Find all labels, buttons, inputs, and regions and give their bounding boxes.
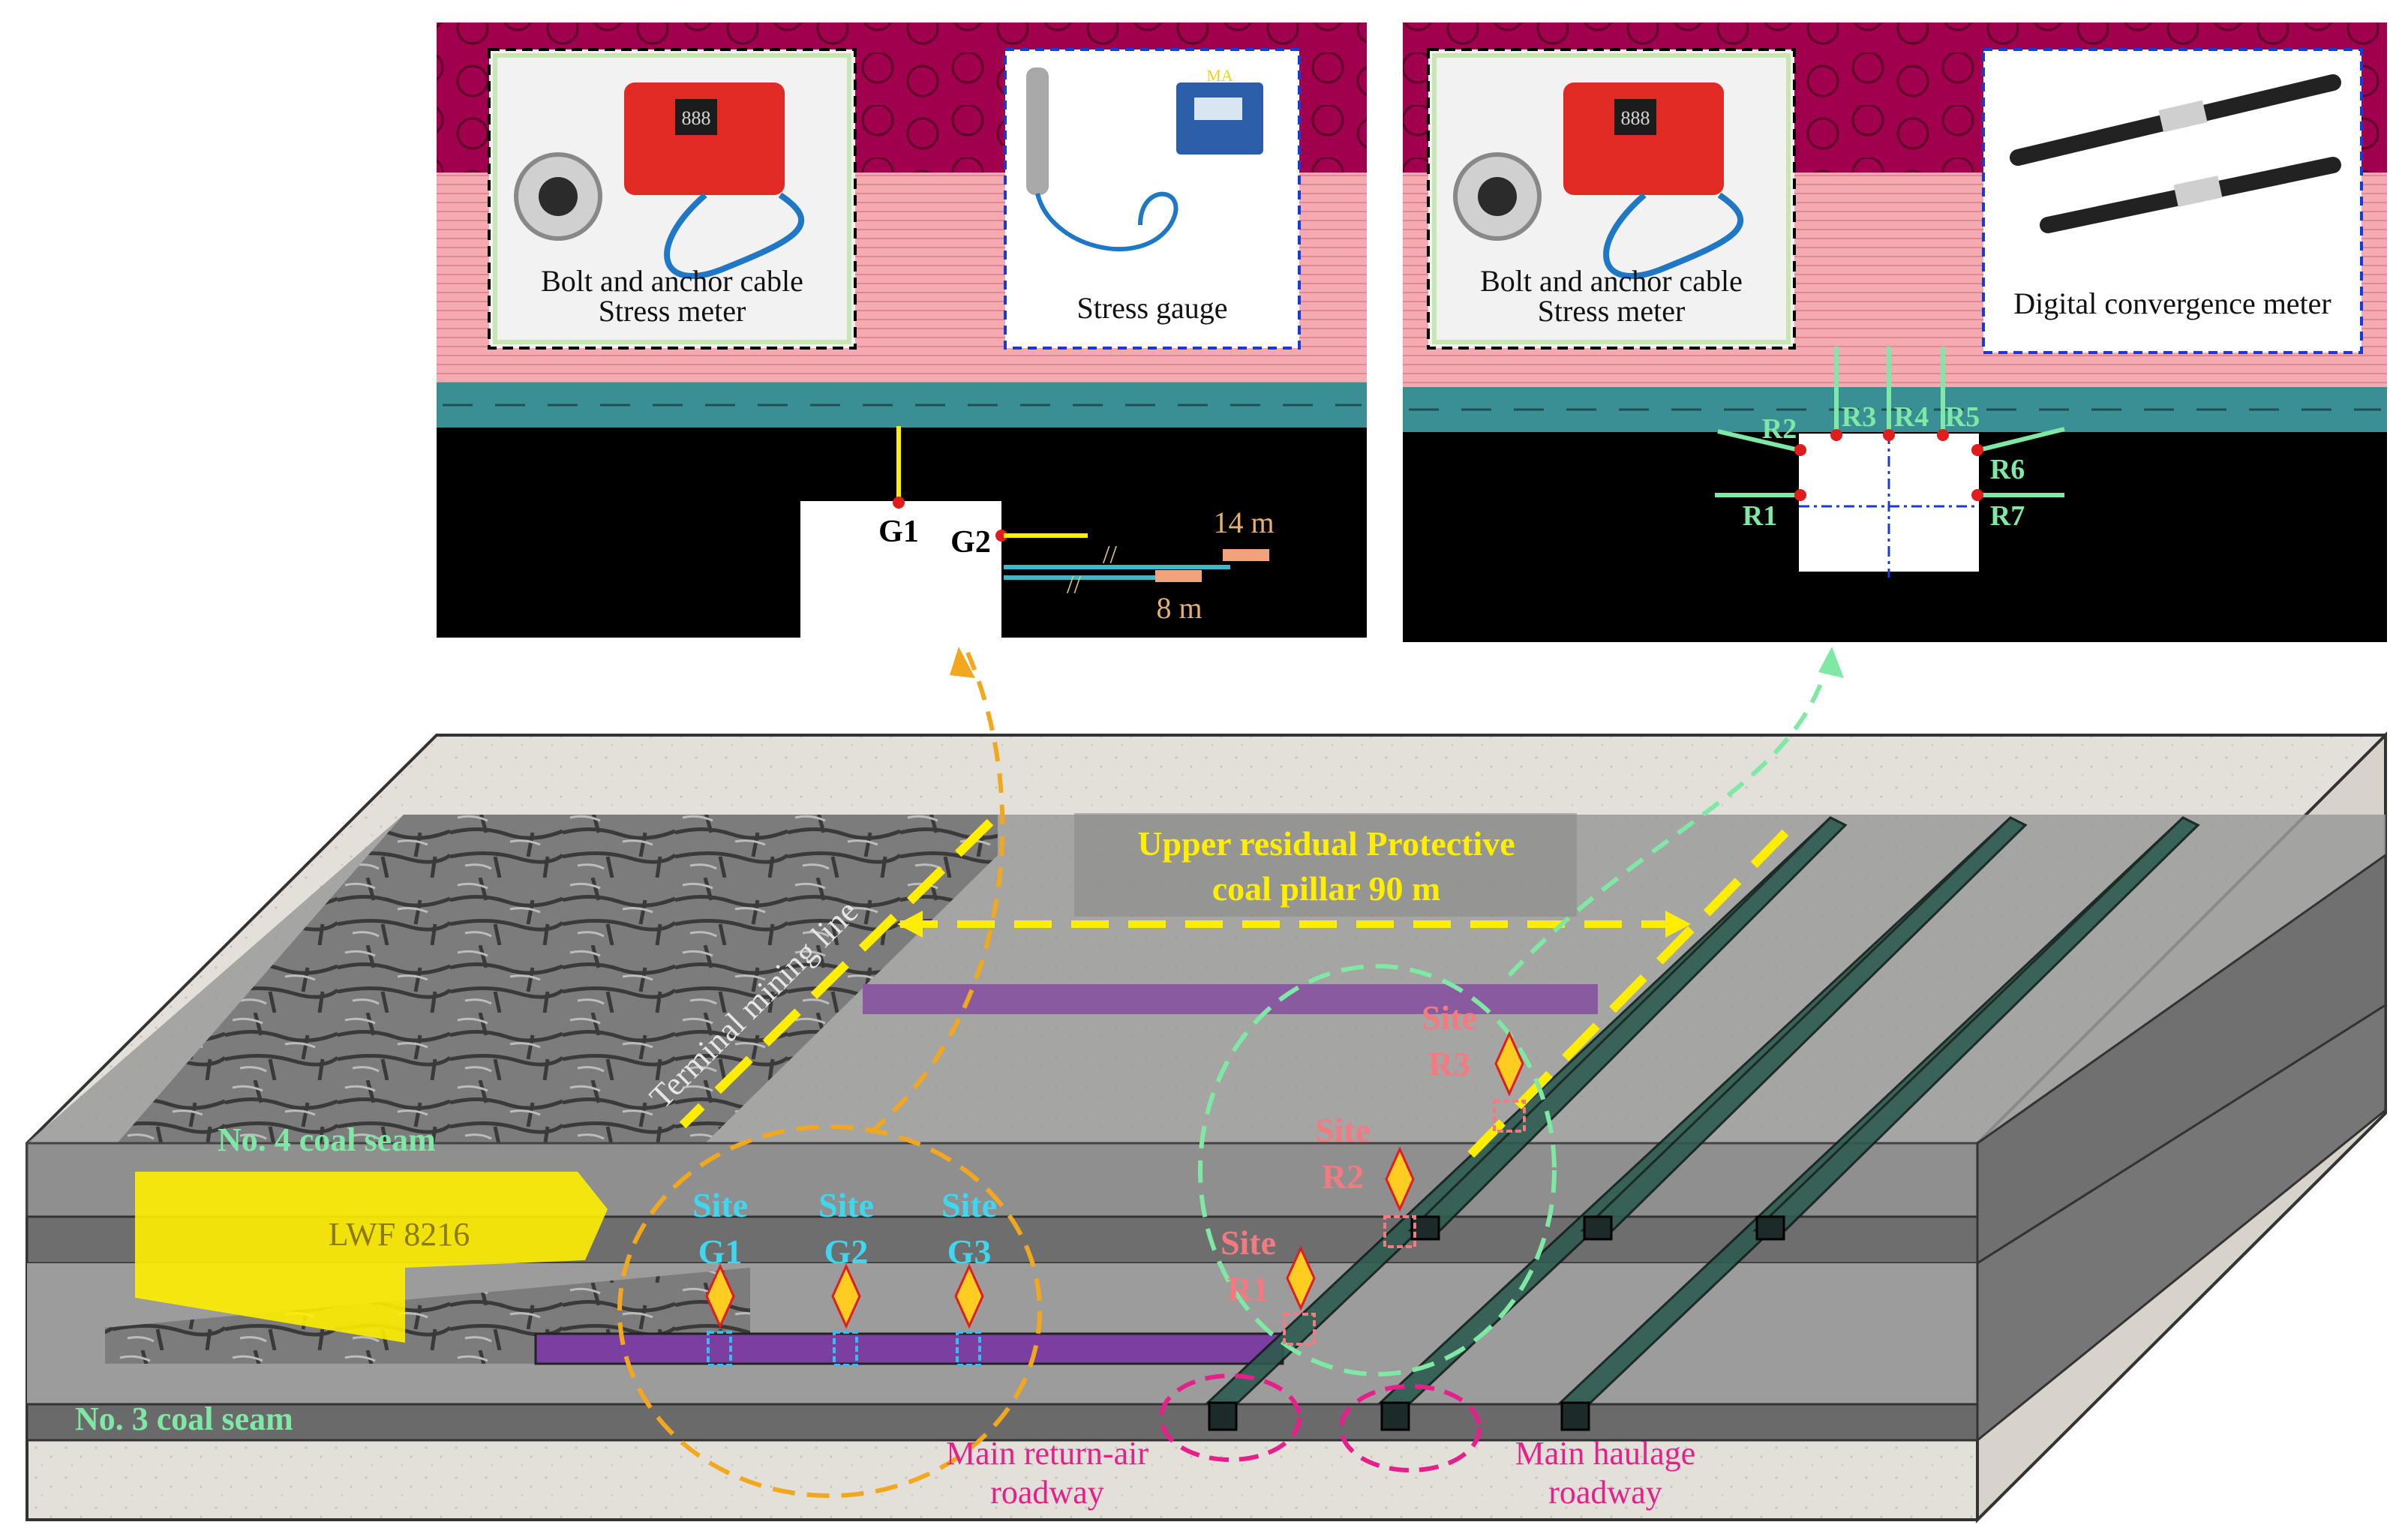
pillar-label-line1: Upper residual Protective	[1137, 824, 1515, 863]
pillar-label-line2: coal pillar 90 m	[1212, 869, 1441, 908]
haulage-label-line1: Main haulage	[1515, 1435, 1696, 1472]
bolt-meter-label-line2-right: Stress meter	[1538, 294, 1686, 328]
site-r1: Site R1	[1221, 1223, 1316, 1346]
site-r2-label: R2	[1322, 1157, 1364, 1196]
site-r2-marker	[1385, 1146, 1415, 1212]
return-air-label-line1: Main return-air	[946, 1435, 1148, 1472]
site-r3-word: Site	[1422, 998, 1477, 1037]
site-g2: Site G2	[818, 1186, 874, 1367]
meter-display-right: 888	[1621, 107, 1650, 129]
purple-roadway-lower	[534, 1332, 1284, 1365]
site-g2-marker	[831, 1263, 861, 1329]
site-g1: Site G1	[692, 1186, 748, 1367]
stress-gauge-card: MA Stress gauge	[1004, 48, 1301, 350]
right-panel: 888 Bolt and anchor cable Stress meter D…	[1403, 23, 2387, 642]
site-r2: Site R2	[1315, 1111, 1416, 1248]
cable-icon	[664, 192, 805, 279]
goaf-area	[117, 815, 998, 1143]
site-g3: Site G3	[941, 1186, 997, 1367]
r2-label: R2	[1762, 413, 1797, 445]
g1-marker	[893, 497, 905, 509]
bolt-meter-label-line1: Bolt and anchor cable	[541, 264, 803, 298]
site-r2-word: Site	[1315, 1111, 1371, 1149]
gauge-probe-icon	[1026, 68, 1049, 195]
left-panel: 888 Bolt and anchor cable Stress meter M…	[437, 23, 1367, 638]
workface-arrow	[135, 1172, 608, 1343]
meter-display: 888	[682, 107, 711, 129]
bolt-stress-meter-card: 888 Bolt and anchor cable Stress meter	[488, 48, 857, 350]
length-8m-label: 8 m	[1156, 591, 1202, 625]
site-g3-marker	[954, 1263, 984, 1329]
stress-meter-box-icon-right	[1563, 83, 1724, 195]
stress-meter-box-icon	[624, 83, 785, 195]
site-g2-word: Site	[818, 1186, 874, 1224]
seam4-label: No. 4 coal seam	[218, 1121, 436, 1158]
purple-roadway-upper	[863, 984, 1598, 1014]
roadway-beams	[1205, 816, 2200, 1404]
site-r3-label: R3	[1428, 1045, 1470, 1083]
site-g1-marker	[705, 1263, 735, 1329]
mine-3d-model: LWF 8216 Upper residual Protective coal …	[26, 731, 2387, 1523]
bolt-stress-meter-card-right: 888 Bolt and anchor cable Stress meter	[1427, 48, 1796, 350]
break-mark-upper: //	[1103, 541, 1117, 569]
r6-label: R6	[1990, 454, 2025, 485]
g2-label: G2	[950, 525, 991, 560]
bolt-meter-label-line1-right: Bolt and anchor cable	[1480, 264, 1743, 298]
stress-gauge-label: Stress gauge	[1076, 291, 1227, 325]
haulage-label-line2: roadway	[1548, 1474, 1662, 1511]
gauge-badge: MA	[1206, 66, 1233, 85]
left-panel-teal-band	[437, 383, 1367, 428]
r4-label: R4	[1894, 401, 1929, 433]
length-14m-label: 14 m	[1213, 506, 1274, 539]
g2-marker	[995, 530, 1007, 542]
anchor-lines	[1715, 347, 2065, 497]
measuring-point-markers	[1794, 429, 1983, 501]
r1-label: R1	[1743, 500, 1777, 532]
site-g3-word: Site	[941, 1186, 997, 1224]
site-r1-label: R1	[1227, 1270, 1269, 1308]
g-sites-circle	[617, 1124, 1042, 1498]
r-connector-arrow	[1507, 652, 1833, 977]
r7-label: R7	[1990, 500, 2025, 532]
return-air-label-line2: roadway	[990, 1474, 1104, 1511]
site-r3-marker	[1494, 1031, 1524, 1097]
site-r3: Site R3	[1422, 998, 1526, 1133]
r5-label: R5	[1945, 401, 1980, 433]
left-roadway-section	[800, 501, 1001, 638]
break-mark-lower: //	[1067, 571, 1081, 599]
seam3-label: No. 3 coal seam	[75, 1400, 293, 1437]
anchor-8m	[1155, 570, 1202, 582]
haulage-callout	[1339, 1384, 1482, 1472]
workface-label: LWF 8216	[329, 1216, 470, 1253]
site-r1-word: Site	[1221, 1223, 1276, 1262]
site-g1-word: Site	[692, 1186, 748, 1224]
r3-label: R3	[1842, 401, 1876, 433]
convergence-meter-label: Digital convergence meter	[2013, 287, 2331, 320]
r-sites-circle	[1198, 964, 1557, 1376]
site-r1-marker	[1286, 1245, 1316, 1311]
terminal-mining-line	[679, 818, 994, 1129]
anchor-14m	[1223, 549, 1269, 561]
return-air-callout	[1159, 1373, 1302, 1462]
g1-label: G1	[878, 515, 919, 549]
g-connector-arrow	[869, 651, 1005, 1135]
bolt-meter-label-line2: Stress meter	[599, 294, 746, 328]
convergence-meter-card: Digital convergence meter	[1982, 48, 2363, 354]
